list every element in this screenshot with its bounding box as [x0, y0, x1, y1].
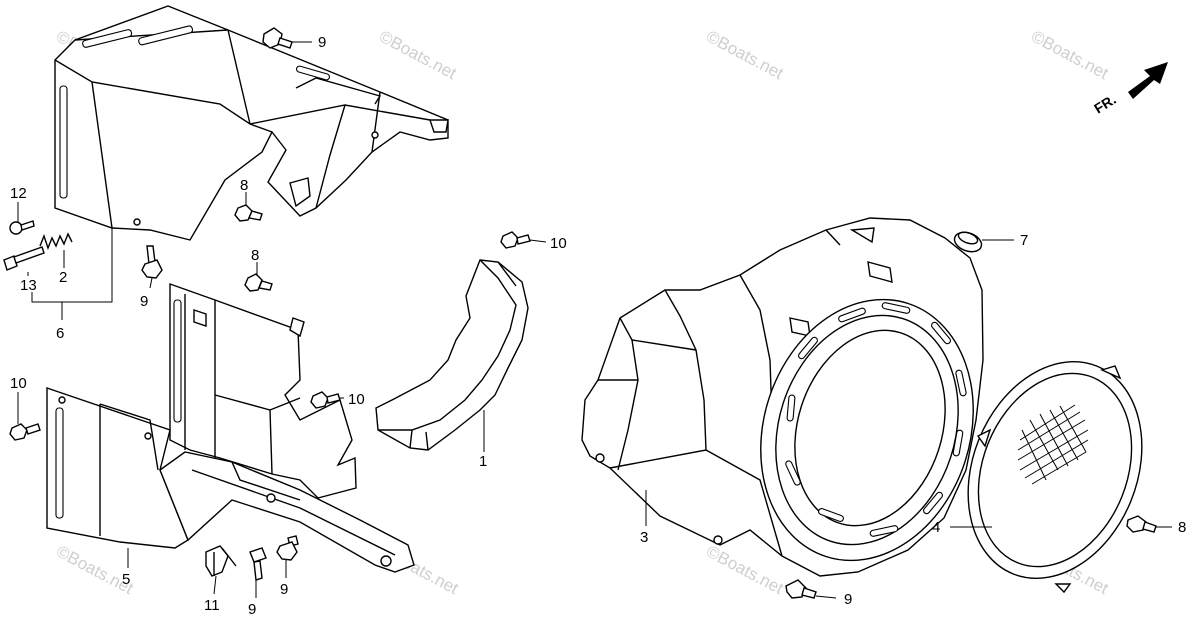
lower-shroud-part [46, 387, 415, 573]
fan-cover-part [581, 217, 984, 577]
grommet-part [953, 231, 983, 253]
bolt [276, 535, 299, 561]
callout-labels: 1 2 3 4 5 6 7 8 8 8 9 9 9 9 9 10 10 10 1… [10, 34, 1186, 618]
callout-9-bottom-right: 9 [844, 591, 852, 608]
middle-baffle-part [169, 283, 357, 499]
front-label: FR. [1091, 91, 1119, 117]
callout-9-left: 9 [140, 293, 148, 310]
bolt [141, 245, 163, 279]
bolt [262, 27, 293, 49]
arrow-icon [1128, 62, 1168, 99]
bolt [9, 423, 41, 441]
callout-10-left: 10 [10, 375, 27, 392]
screw [9, 220, 35, 235]
spring [39, 232, 73, 251]
leader-lines [17, 41, 1172, 599]
screen-mesh [1017, 404, 1089, 485]
bolt [249, 547, 267, 581]
upper-shroud-part [54, 5, 449, 241]
callout-2: 2 [59, 269, 67, 286]
watermark: ©Boats.net [376, 27, 460, 84]
callout-6: 6 [56, 325, 64, 342]
callout-7: 7 [1020, 232, 1028, 249]
callout-8-lower: 8 [251, 247, 259, 264]
watermark: ©Boats.net [1028, 27, 1112, 84]
callout-10-middle: 10 [348, 391, 365, 408]
callout-8-upper: 8 [240, 177, 248, 194]
bolt [310, 391, 341, 409]
pin [3, 246, 45, 271]
callout-1: 1 [479, 453, 487, 470]
callout-4: 4 [932, 519, 940, 536]
watermark: ©Boats.net [53, 542, 137, 599]
screen-part [967, 361, 1143, 594]
bolt [244, 273, 273, 292]
callout-9-top: 9 [318, 34, 326, 51]
fasteners [3, 27, 1157, 599]
bolt [234, 204, 263, 222]
callout-3: 3 [640, 529, 648, 546]
callout-12: 12 [10, 185, 27, 202]
air-guide-part [375, 259, 529, 451]
bolt [1126, 515, 1157, 533]
clip [205, 545, 237, 577]
callout-13: 13 [20, 277, 37, 294]
callout-10-top: 10 [550, 235, 567, 252]
bolt [500, 231, 531, 249]
callout-5: 5 [122, 571, 130, 588]
callout-8-right: 8 [1178, 519, 1186, 536]
callout-9-bottom-a: 9 [248, 601, 256, 618]
callout-9-bottom-b: 9 [280, 581, 288, 598]
watermark: ©Boats.net [703, 27, 787, 84]
bolt [785, 579, 817, 599]
callout-11: 11 [204, 597, 220, 614]
